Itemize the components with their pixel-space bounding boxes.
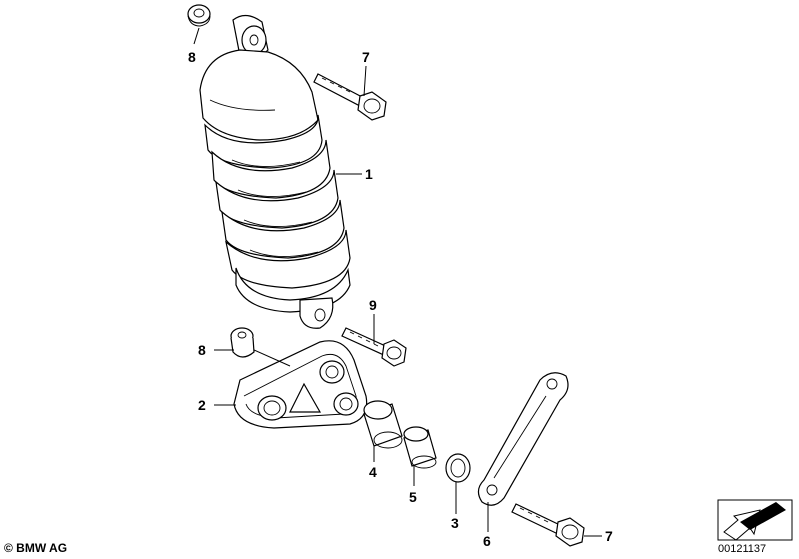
- callout-1: 1: [365, 166, 373, 182]
- callout-4: 4: [369, 464, 377, 480]
- part-6-tie-rod: [477, 372, 569, 506]
- part-5-sleeve: [403, 426, 437, 469]
- callout-6: 6: [483, 533, 491, 549]
- leader-lines: [193, 27, 602, 537]
- callout-7-top: 7: [362, 49, 370, 65]
- part-9-bolt: [341, 327, 407, 367]
- copyright-notice: © BMW AG: [4, 541, 68, 555]
- shock-upper-bushing: [232, 14, 269, 59]
- part-1-shock-absorber: [199, 49, 351, 329]
- direction-arrow-icon: [717, 499, 793, 541]
- callout-8-bottom: 8: [198, 342, 206, 358]
- callout-3: 3: [451, 515, 459, 531]
- part-3-seal-ring: [445, 453, 471, 483]
- document-number: 00121137: [718, 543, 767, 555]
- part-7-top-bolt: [313, 73, 387, 121]
- part-2-rocker-linkage: [233, 340, 368, 429]
- callout-8-top: 8: [188, 49, 196, 65]
- callout-5: 5: [409, 489, 417, 505]
- part-7-bottom-bolt: [511, 503, 585, 547]
- part-4-large-bushing: [363, 400, 403, 449]
- callout-9: 9: [369, 297, 377, 313]
- callout-7-bottom: 7: [605, 528, 613, 544]
- part-8-bottom-rubber-bush: [230, 327, 255, 358]
- part-8-top-rubber-bush: [187, 4, 211, 27]
- callout-2: 2: [198, 397, 206, 413]
